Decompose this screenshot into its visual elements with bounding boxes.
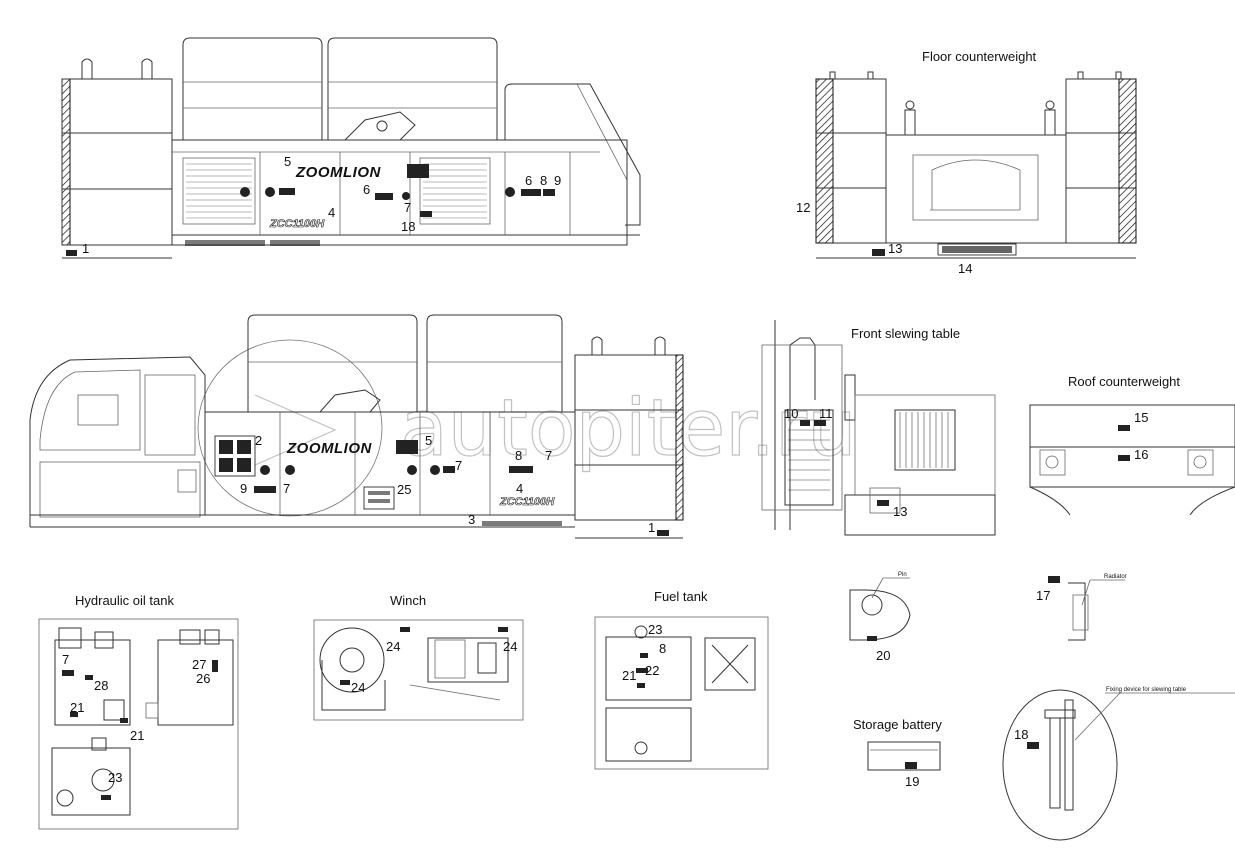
fixing-device-view: Fixing device for slewing table 18 <box>1002 687 1235 841</box>
callout: 22 <box>645 663 659 678</box>
callout: 21 <box>622 668 636 683</box>
callout: 8 <box>659 641 666 656</box>
callout: 19 <box>905 774 919 789</box>
callout: 9 <box>554 173 561 188</box>
callout: 4 <box>516 481 523 496</box>
callout: 27 <box>192 657 206 672</box>
callout: 15 <box>1134 410 1148 425</box>
mid-machine-view: ZOOMLION ZCC1100H 2 5 7 8 7 9 7 25 4 3 1 <box>29 314 684 539</box>
pin-detail-view: Pin 20 <box>849 572 911 663</box>
callout: 5 <box>425 433 432 448</box>
callout: 23 <box>648 622 662 637</box>
callout: 24 <box>351 680 365 695</box>
title-winch: Winch <box>390 593 426 608</box>
callout: 17 <box>1036 588 1050 603</box>
callout: 8 <box>540 173 547 188</box>
callout: 7 <box>545 448 552 463</box>
watermark: autopiter.ru <box>197 339 857 517</box>
callout: 18 <box>1014 727 1028 742</box>
callout: 12 <box>796 200 810 215</box>
callout: 9 <box>240 481 247 496</box>
callout: 7 <box>404 200 411 215</box>
radiator-detail-view: Radiator 17 <box>1036 574 1127 641</box>
callout: 10 <box>784 406 798 421</box>
callout: 25 <box>397 482 411 497</box>
label-fixing-device: Fixing device for slewing table <box>1106 687 1187 693</box>
model-label-mid: ZCC1100H <box>499 496 555 508</box>
label-radiator: Radiator <box>1104 574 1127 580</box>
callout: 23 <box>108 770 122 785</box>
callout: 7 <box>283 481 290 496</box>
winch-view: Winch 24 24 24 <box>313 593 524 721</box>
callout: 1 <box>648 520 655 535</box>
callout: 16 <box>1134 447 1148 462</box>
title-storage-battery: Storage battery <box>853 717 942 732</box>
roof-counterweight-view: Roof counterweight 15 16 <box>1029 374 1235 516</box>
brand-logo-mid: ZOOMLION <box>286 440 372 457</box>
callout: 4 <box>328 205 335 220</box>
callout: 6 <box>363 182 370 197</box>
title-fuel-tank: Fuel tank <box>654 589 708 604</box>
callout: 1 <box>82 241 89 256</box>
floor-counterweight-view: Floor counterweight 12 13 14 <box>796 49 1137 276</box>
label-pin: Pin <box>898 572 907 578</box>
callout: 7 <box>62 652 69 667</box>
storage-battery-view: Storage battery 19 <box>853 717 942 789</box>
top-machine-view: ZOOMLION ZCC1100H 1 5 6 7 4 18 6 8 9 <box>61 37 641 259</box>
title-floor-counterweight: Floor counterweight <box>922 49 1037 64</box>
brand-logo-top: ZOOMLION <box>295 164 381 181</box>
title-front-slewing-table: Front slewing table <box>851 326 960 341</box>
title-roof-counterweight: Roof counterweight <box>1068 374 1180 389</box>
watermark-text: autopiter.ru <box>400 384 857 474</box>
callout: 14 <box>958 261 972 276</box>
fuel-tank-view: Fuel tank 23 8 22 21 <box>594 589 769 770</box>
callout: 24 <box>503 639 517 654</box>
callout: 21 <box>70 700 84 715</box>
title-hydraulic-oil-tank: Hydraulic oil tank <box>75 593 174 608</box>
callout: 11 <box>819 406 833 421</box>
callout: 20 <box>876 648 890 663</box>
callout: 5 <box>284 154 291 169</box>
callout: 2 <box>255 433 262 448</box>
callout: 26 <box>196 671 210 686</box>
callout: 18 <box>401 219 415 234</box>
callout: 8 <box>515 448 522 463</box>
callout: 24 <box>386 639 400 654</box>
callout: 21 <box>130 728 144 743</box>
callout: 3 <box>468 512 475 527</box>
front-slewing-table-view: Front slewing table 10 11 13 <box>761 320 996 536</box>
callout: 28 <box>94 678 108 693</box>
callout: 13 <box>893 504 907 519</box>
callout: 13 <box>888 241 902 256</box>
callout: 6 <box>525 173 532 188</box>
hydraulic-oil-tank-view: Hydraulic oil tank 7 28 27 26 21 21 23 <box>38 593 239 830</box>
callout: 7 <box>455 458 462 473</box>
model-label-top: ZCC1100H <box>269 218 325 230</box>
